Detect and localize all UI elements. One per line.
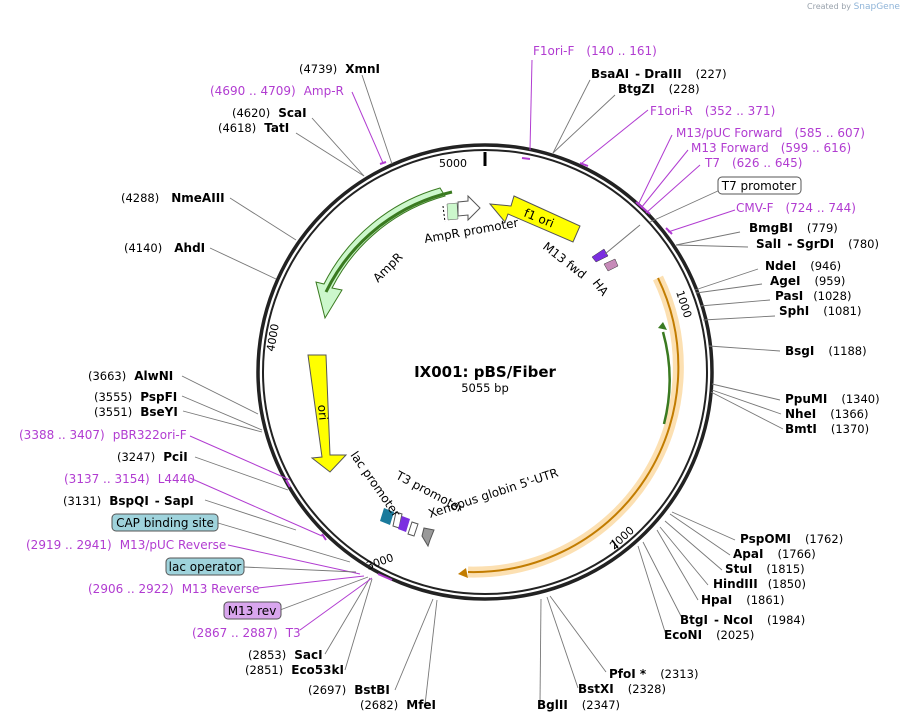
svg-text:(4620)ScaI: (4620)ScaI <box>232 106 307 120</box>
snapgene-credit: Created by SnapGene <box>807 2 900 12</box>
svg-text:AgeI(959): AgeI(959) <box>770 274 845 288</box>
svg-text:(3137 .. 3154)L4440: (3137 .. 3154)L4440 <box>64 472 195 486</box>
svg-text:CMV-F(724 .. 744): CMV-F(724 .. 744) <box>736 201 856 215</box>
svg-text:(2851)Eco53kI: (2851)Eco53kI <box>245 663 344 677</box>
map-length: 5055 bp <box>461 381 509 395</box>
svg-text:(4140)AhdI: (4140)AhdI <box>124 241 205 255</box>
ha-label: HA <box>590 276 612 299</box>
svg-text:BstXI(2328): BstXI(2328) <box>578 682 666 696</box>
svg-text:M13/pUC Forward(585 .. 607): M13/pUC Forward(585 .. 607) <box>676 126 865 140</box>
svg-text:(2906 .. 2922)M13 Reverse: (2906 .. 2922)M13 Reverse <box>88 582 259 596</box>
svg-text:(2919 .. 2941)M13/pUC Reverse: (2919 .. 2941)M13/pUC Reverse <box>26 538 226 552</box>
svg-text:BtgI- NcoI(1984): BtgI- NcoI(1984) <box>680 613 805 627</box>
enzymes-left <box>181 74 393 671</box>
tick-3000: 3000 <box>365 551 396 573</box>
ori-label: ori <box>315 404 330 421</box>
svg-text:SphI(1081): SphI(1081) <box>779 304 862 318</box>
primer-labels-right: F1ori-F(140 .. 161) F1ori-R(352 .. 371) … <box>533 44 865 215</box>
svg-text:(4739)XmnI: (4739)XmnI <box>299 62 380 76</box>
svg-text:BglII(2347): BglII(2347) <box>537 698 620 712</box>
m13-fwd-label: M13 fwd <box>540 239 589 281</box>
svg-text:BsgI(1188): BsgI(1188) <box>785 344 867 358</box>
svg-text:(2853)SacI: (2853)SacI <box>248 648 323 662</box>
svg-text:BtgZI(228): BtgZI(228) <box>618 82 700 96</box>
tick-4000: 4000 <box>264 323 282 353</box>
svg-text:(4288)NmeAIII: (4288)NmeAIII <box>121 191 225 205</box>
svg-text:(4690 .. 4709)Amp-R: (4690 .. 4709)Amp-R <box>210 84 344 98</box>
svg-text:ApaI(1766): ApaI(1766) <box>733 547 816 561</box>
svg-text:NheI(1366): NheI(1366) <box>785 407 868 421</box>
svg-text:HindIII(1850): HindIII(1850) <box>713 577 806 591</box>
primer-marks <box>285 157 673 581</box>
svg-text:(3247)PciI: (3247)PciI <box>117 450 188 464</box>
primer-labels-left: (4690 .. 4709)Amp-R (3388 .. 3407)pBR322… <box>19 84 344 640</box>
lac-t3-features <box>380 508 435 548</box>
svg-text:F1ori-R(352 .. 371): F1ori-R(352 .. 371) <box>650 104 775 118</box>
credit-prefix: Created by <box>807 2 852 11</box>
svg-text:(3551)BseYI: (3551)BseYI <box>94 405 178 419</box>
svg-text:PpuMI(1340): PpuMI(1340) <box>785 392 880 406</box>
svg-text:(4618)TatI: (4618)TatI <box>218 121 289 135</box>
svg-text:BmgBI(779): BmgBI(779) <box>749 221 838 235</box>
svg-text:SalI- SgrDI(780): SalI- SgrDI(780) <box>756 237 879 251</box>
lac-operator-box: lac operator <box>165 557 357 576</box>
svg-text:M13 Forward(599 .. 616): M13 Forward(599 .. 616) <box>691 141 851 155</box>
lac-promoter-label: lac promoter <box>348 449 404 520</box>
svg-text:NdeI(946): NdeI(946) <box>765 259 841 273</box>
ampr-feature <box>315 187 481 320</box>
credit-brand: SnapGene <box>853 2 900 12</box>
f1-ori-feature <box>488 195 581 243</box>
enzymes-right <box>394 79 784 706</box>
cap-binding-site-box: CAP binding site <box>111 513 351 563</box>
svg-text:StuI(1815): StuI(1815) <box>725 562 805 576</box>
svg-text:EcoNI(2025): EcoNI(2025) <box>664 628 754 642</box>
ori-feature <box>307 354 348 473</box>
tick-5000: 5000 <box>439 157 467 170</box>
svg-text:(3388 .. 3407)pBR322ori-F: (3388 .. 3407)pBR322ori-F <box>19 428 187 442</box>
primer-lines <box>189 59 736 631</box>
fiber-insert <box>458 275 684 578</box>
svg-text:lac operator: lac operator <box>169 560 242 574</box>
t7-promoter-box: T7 promoter <box>649 176 802 223</box>
svg-text:PfoI *(2313): PfoI *(2313) <box>609 667 698 681</box>
svg-text:(3555)PspFI: (3555)PspFI <box>94 390 177 404</box>
svg-text:CAP binding site: CAP binding site <box>116 516 214 530</box>
svg-text:(2697)BstBI: (2697)BstBI <box>308 683 390 697</box>
ampr-label: AmpR <box>370 250 405 285</box>
m13-rev-box: M13 rev <box>223 576 369 620</box>
svg-text:(3131)BspQI- SapI: (3131)BspQI- SapI <box>63 494 194 508</box>
svg-text:T7(626 .. 645): T7(626 .. 645) <box>704 156 802 170</box>
svg-text:M13 rev: M13 rev <box>228 604 277 618</box>
svg-text:HpaI(1861): HpaI(1861) <box>701 593 784 607</box>
svg-text:(2867 .. 2887)T3: (2867 .. 2887)T3 <box>192 626 301 640</box>
map-title: IX001: pBS/Fiber <box>414 363 556 381</box>
svg-text:BsaAI- DraIII(227): BsaAI- DraIII(227) <box>591 67 727 81</box>
svg-text:(2682)MfeI: (2682)MfeI <box>360 698 436 712</box>
svg-text:(3663)AlwNI: (3663)AlwNI <box>88 369 173 383</box>
svg-text:PasI(1028): PasI(1028) <box>775 289 851 303</box>
enzyme-labels-right: BsaAI- DraIII(227) BtgZI(228) BmgBI(779)… <box>308 67 880 712</box>
m13-fwd-feature <box>591 224 641 272</box>
svg-text:PspOMI(1762): PspOMI(1762) <box>740 532 843 546</box>
backbone <box>256 143 714 601</box>
svg-text:T7 promoter: T7 promoter <box>721 179 797 193</box>
svg-text:BmtI(1370): BmtI(1370) <box>785 422 869 436</box>
enzyme-labels-left: (4739)XmnI (4620)ScaI (4618)TatI (4288)N… <box>63 62 380 677</box>
svg-text:F1ori-F(140 .. 161): F1ori-F(140 .. 161) <box>533 44 657 58</box>
